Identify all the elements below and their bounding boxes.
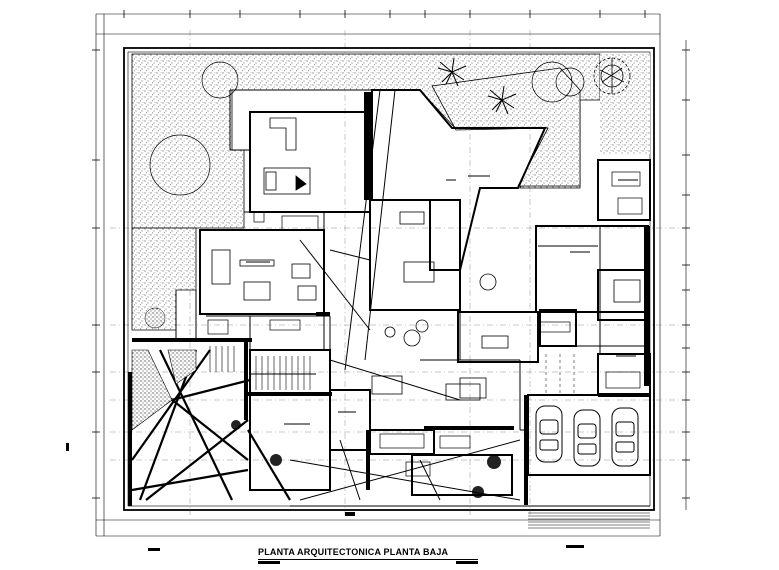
staircase-icon [209, 346, 316, 390]
property-boundary [123, 47, 655, 511]
bed-icon [211, 167, 641, 303]
walls [199, 89, 651, 496]
grid-ticks [92, 10, 690, 499]
dimension-marker [66, 443, 69, 451]
inner-walls [175, 89, 650, 507]
planter-icons [144, 307, 501, 498]
title-scale-bar [258, 561, 280, 564]
car-icon [535, 405, 639, 467]
title-scale-bar [456, 561, 478, 564]
hatched-wall-left [131, 349, 173, 431]
garden-side-right [600, 54, 650, 154]
sofa-icon [239, 117, 487, 399]
shrub-icon [593, 57, 631, 95]
round-tree-icon [149, 61, 585, 196]
north-marks [148, 512, 584, 551]
garage-dashes [545, 354, 575, 395]
fixtures [207, 171, 643, 477]
palm-tree-icon [437, 57, 517, 115]
diagonal-paving-fine [289, 89, 521, 501]
hatched-wall-center [167, 349, 197, 385]
terrace-stripes [528, 509, 650, 529]
dining-table-icon [384, 211, 509, 401]
room-labels-lines [246, 175, 638, 425]
drawing-title: PLANTA ARQUITECTONICA PLANTA BAJA [258, 547, 478, 560]
